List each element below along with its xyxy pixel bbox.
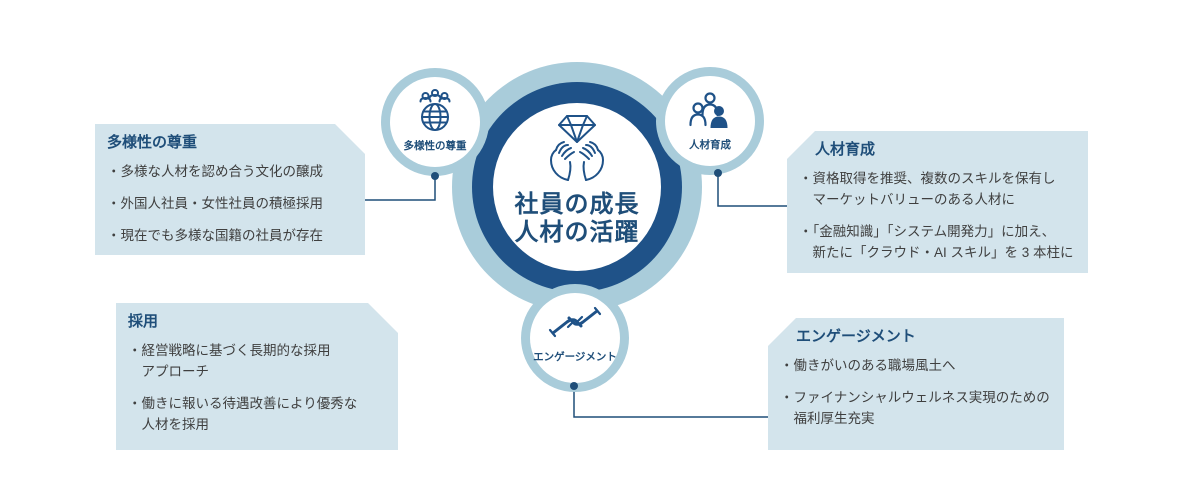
node-circle-engagement (521, 284, 629, 392)
bullet-item: ・資格取得を推奨、複数のスキルを保有し マーケットバリューのある人材に (799, 171, 1056, 208)
node-label-development: 人材育成 (689, 139, 731, 151)
bullet-item: ・働きに報いる待遇改善により優秀な 人材を採用 (128, 396, 358, 433)
info-box-diversity: 多様性の尊重 ・多様な人材を認め合う文化の醸成 ・外国人社員・女性社員の積極採用… (95, 124, 365, 255)
connector-engagement (573, 386, 768, 418)
info-box-engagement-title: エンゲージメント (796, 328, 916, 345)
info-box-recruitment: 採用 ・経営戦略に基づく長期的な採用 アプローチ ・働きに報いる待遇改善により優… (116, 303, 398, 450)
bullet-item: ・「金融知識」「システム開発力」に加え、 新たに「クラウド・AI スキル」を 3… (799, 224, 1074, 261)
bullet-item: ・経営戦略に基づく長期的な採用 アプローチ (128, 343, 331, 380)
center-title: 社員の成長 人材の活躍 (477, 191, 677, 247)
info-box-recruitment-title: 採用 (128, 313, 159, 330)
diamond-in-hands-icon (544, 112, 610, 189)
info-box-engagement: エンゲージメント ・働きがいのある職場風土へ ・ファイナンシャルウェルネス実現の… (768, 318, 1064, 450)
people-group-icon (686, 90, 730, 137)
info-box-diversity-title: 多様性の尊重 (107, 134, 198, 151)
connector-development (717, 173, 787, 207)
connector-dots (431, 169, 722, 390)
connector-diversity (365, 176, 436, 201)
bullet-item: ・働きがいのある職場風土へ (780, 358, 956, 374)
node-label-diversity: 多様性の尊重 (403, 140, 467, 152)
bullet-item: ・多様な人材を認め合う文化の醸成 (107, 164, 323, 180)
globe-people-icon (412, 86, 458, 141)
bullet-item: ・外国人社員・女性社員の積極採用 (107, 196, 323, 212)
node-circle-development (656, 67, 764, 175)
hub-circle (452, 62, 702, 312)
info-box-development: 人材育成 ・資格取得を推奨、複数のスキルを保有し マーケットバリューのある人材に… (787, 131, 1088, 273)
center-title-line1: 社員の成長 (514, 191, 640, 218)
center-title-line2: 人材の活躍 (514, 219, 640, 246)
connector-lines (365, 173, 787, 418)
handshake-icon (546, 302, 604, 349)
bullet-item: ・現在でも多様な国籍の社員が存在 (107, 228, 323, 244)
bullet-item: ・ファイナンシャルウェルネス実現のための 福利厚生充実 (780, 390, 1050, 427)
info-box-development-title: 人材育成 (815, 141, 876, 158)
node-label-engagement: エンゲージメント (533, 351, 617, 363)
